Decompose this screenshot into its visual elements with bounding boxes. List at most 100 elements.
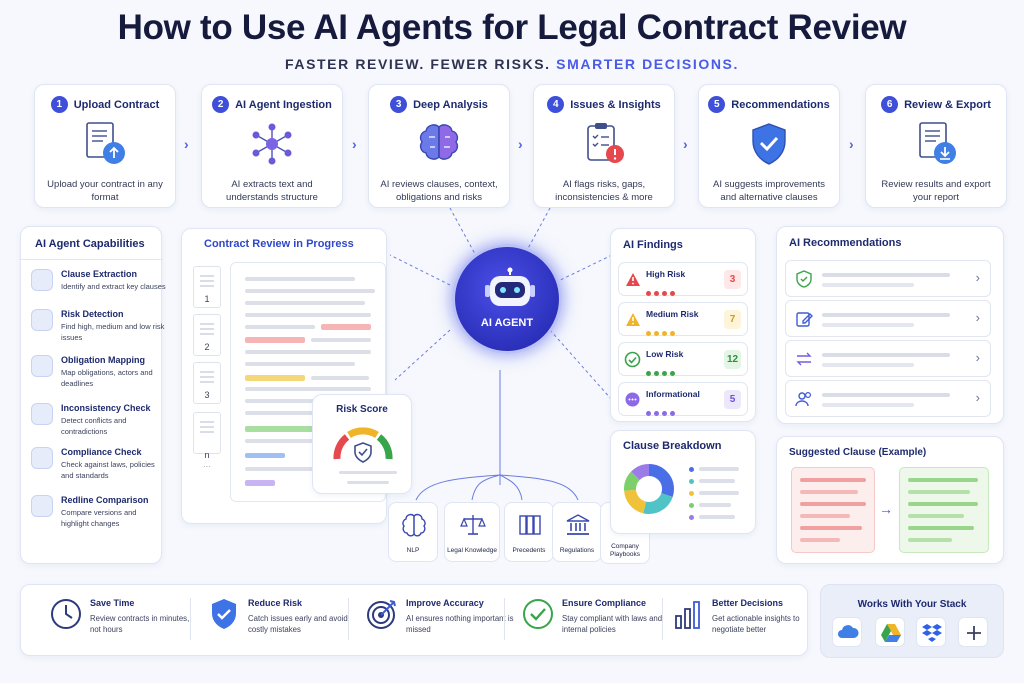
drive-icon[interactable] (875, 617, 905, 647)
severity-dots (646, 363, 678, 381)
contract-review-title: Contract Review in Progress (204, 238, 354, 250)
page-thumbnail[interactable] (193, 362, 221, 404)
document-download-icon (919, 122, 956, 164)
knowledge-label: Legal Knowledge (447, 547, 497, 554)
chevron-right-icon: › (184, 136, 189, 152)
severity-dots (646, 403, 678, 421)
shield-check-icon (354, 442, 372, 463)
chevron-right-icon: › (975, 310, 980, 325)
agent-connectors (389, 207, 613, 501)
finding-medium-risk[interactable]: Medium Risk 7 (618, 302, 748, 336)
knowledge-nlp[interactable]: NLP (388, 502, 438, 562)
finding-low-risk[interactable]: Low Risk 12 (618, 342, 748, 376)
step-number: 1 (50, 96, 68, 113)
page-thumbnail[interactable] (193, 266, 221, 308)
document-upload-icon (86, 122, 125, 164)
step-number: 4 (547, 96, 565, 113)
more-pages-ellipsis: ··· (203, 462, 211, 471)
plus-icon[interactable] (958, 617, 988, 647)
network-nodes-icon (252, 123, 292, 165)
risk-score-title: Risk Score (336, 404, 388, 415)
compliance-shield-icon (31, 447, 53, 469)
page-thumbnail[interactable] (193, 412, 221, 454)
finding-count: 7 (724, 310, 741, 329)
subtitle-main: FASTER REVIEW. FEWER RISKS. (285, 56, 551, 72)
finding-count: 3 (724, 270, 741, 289)
inconsistency-icon (31, 403, 53, 425)
clipboard-alert-icon (587, 123, 624, 163)
capabilities-title: AI Agent Capabilities (35, 238, 145, 250)
finding-high-risk[interactable]: High Risk 3 (618, 262, 748, 296)
knowledge-label: NLP (406, 547, 420, 554)
dropbox-icon[interactable] (916, 617, 946, 647)
original-clause (791, 467, 875, 553)
page-number: 1 (204, 294, 210, 304)
warning-icon (31, 309, 53, 331)
shield-check-icon (212, 599, 236, 629)
target-icon (367, 600, 396, 629)
step-review-export: 6 Review & Export Review results and expo… (865, 84, 1007, 208)
clause-extraction-icon (31, 269, 53, 291)
step-description: AI extracts text and understands structu… (226, 179, 318, 203)
page-number: n (204, 450, 210, 460)
knowledge-precedents[interactable]: Precedents (504, 502, 554, 562)
chevron-right-icon: › (849, 136, 854, 152)
step-description: AI suggests improvements and alternative… (713, 179, 825, 203)
suggested-clause-text (899, 467, 989, 553)
knowledge-regulations[interactable]: Regulations (552, 502, 602, 562)
step-title: Deep Analysis (413, 98, 488, 111)
chevron-right-icon: › (518, 136, 523, 152)
arrow-right-icon: → (879, 501, 893, 517)
step-recommendations: 5 Recommendations AI suggests improvement… (698, 84, 840, 208)
edit-icon (796, 312, 813, 327)
step-number: 5 (708, 96, 726, 113)
users-icon (795, 391, 812, 407)
chevron-right-icon: › (683, 136, 688, 152)
chevron-right-icon: › (975, 350, 980, 365)
bar-chart-icon (675, 601, 700, 629)
robot-icon (485, 267, 535, 306)
recommendation-item[interactable]: › (785, 380, 991, 417)
recommendation-item[interactable]: › (785, 260, 991, 297)
step-description: Review results and export your report (881, 179, 991, 203)
severity-dots (646, 323, 678, 341)
finding-count: 5 (724, 390, 741, 409)
recommendations-title: AI Recommendations (789, 237, 902, 249)
step-number: 2 (212, 96, 230, 113)
redline-edit-icon (31, 495, 53, 517)
books-icon (519, 515, 541, 535)
step-title: Issues & Insights (570, 98, 661, 111)
step-number: 6 (881, 96, 899, 113)
shield-check-icon (752, 123, 786, 165)
suggested-clause-panel: Suggested Clause (Example) → (776, 436, 1004, 564)
mapping-icon (31, 355, 53, 377)
step-description: AI reviews clauses, context, obligations… (380, 179, 498, 203)
clause-donut-chart (624, 464, 674, 514)
recommendation-item[interactable]: › (785, 300, 991, 337)
chevron-right-icon: › (352, 136, 357, 152)
clause-breakdown-title: Clause Breakdown (623, 440, 722, 452)
finding-informational[interactable]: Informational 5 (618, 382, 748, 416)
step-number: 3 (390, 96, 408, 113)
info-circle-icon (625, 392, 640, 407)
agent-label: AI AGENT (480, 317, 534, 329)
step-title: Review & Export (904, 98, 991, 111)
findings-title: AI Findings (623, 239, 683, 251)
clock-icon (51, 599, 81, 629)
page-number: 3 (204, 390, 210, 400)
step-title: Recommendations (731, 98, 830, 111)
chevron-right-icon: › (975, 270, 980, 285)
ai-agent-core[interactable]: AI AGENT (452, 244, 562, 354)
step-title: Upload Contract (73, 98, 160, 111)
swap-arrows-icon (796, 352, 812, 366)
brain-icon (419, 124, 459, 160)
page-thumbnail[interactable] (193, 314, 221, 356)
knowledge-legal[interactable]: Legal Knowledge (444, 502, 500, 562)
recommendation-item[interactable]: › (785, 340, 991, 377)
warning-triangle-icon (626, 273, 640, 286)
severity-dots (646, 283, 678, 301)
cloud-icon[interactable] (832, 617, 862, 647)
page-title: How to Use AI Agents for Legal Contract … (117, 8, 907, 47)
